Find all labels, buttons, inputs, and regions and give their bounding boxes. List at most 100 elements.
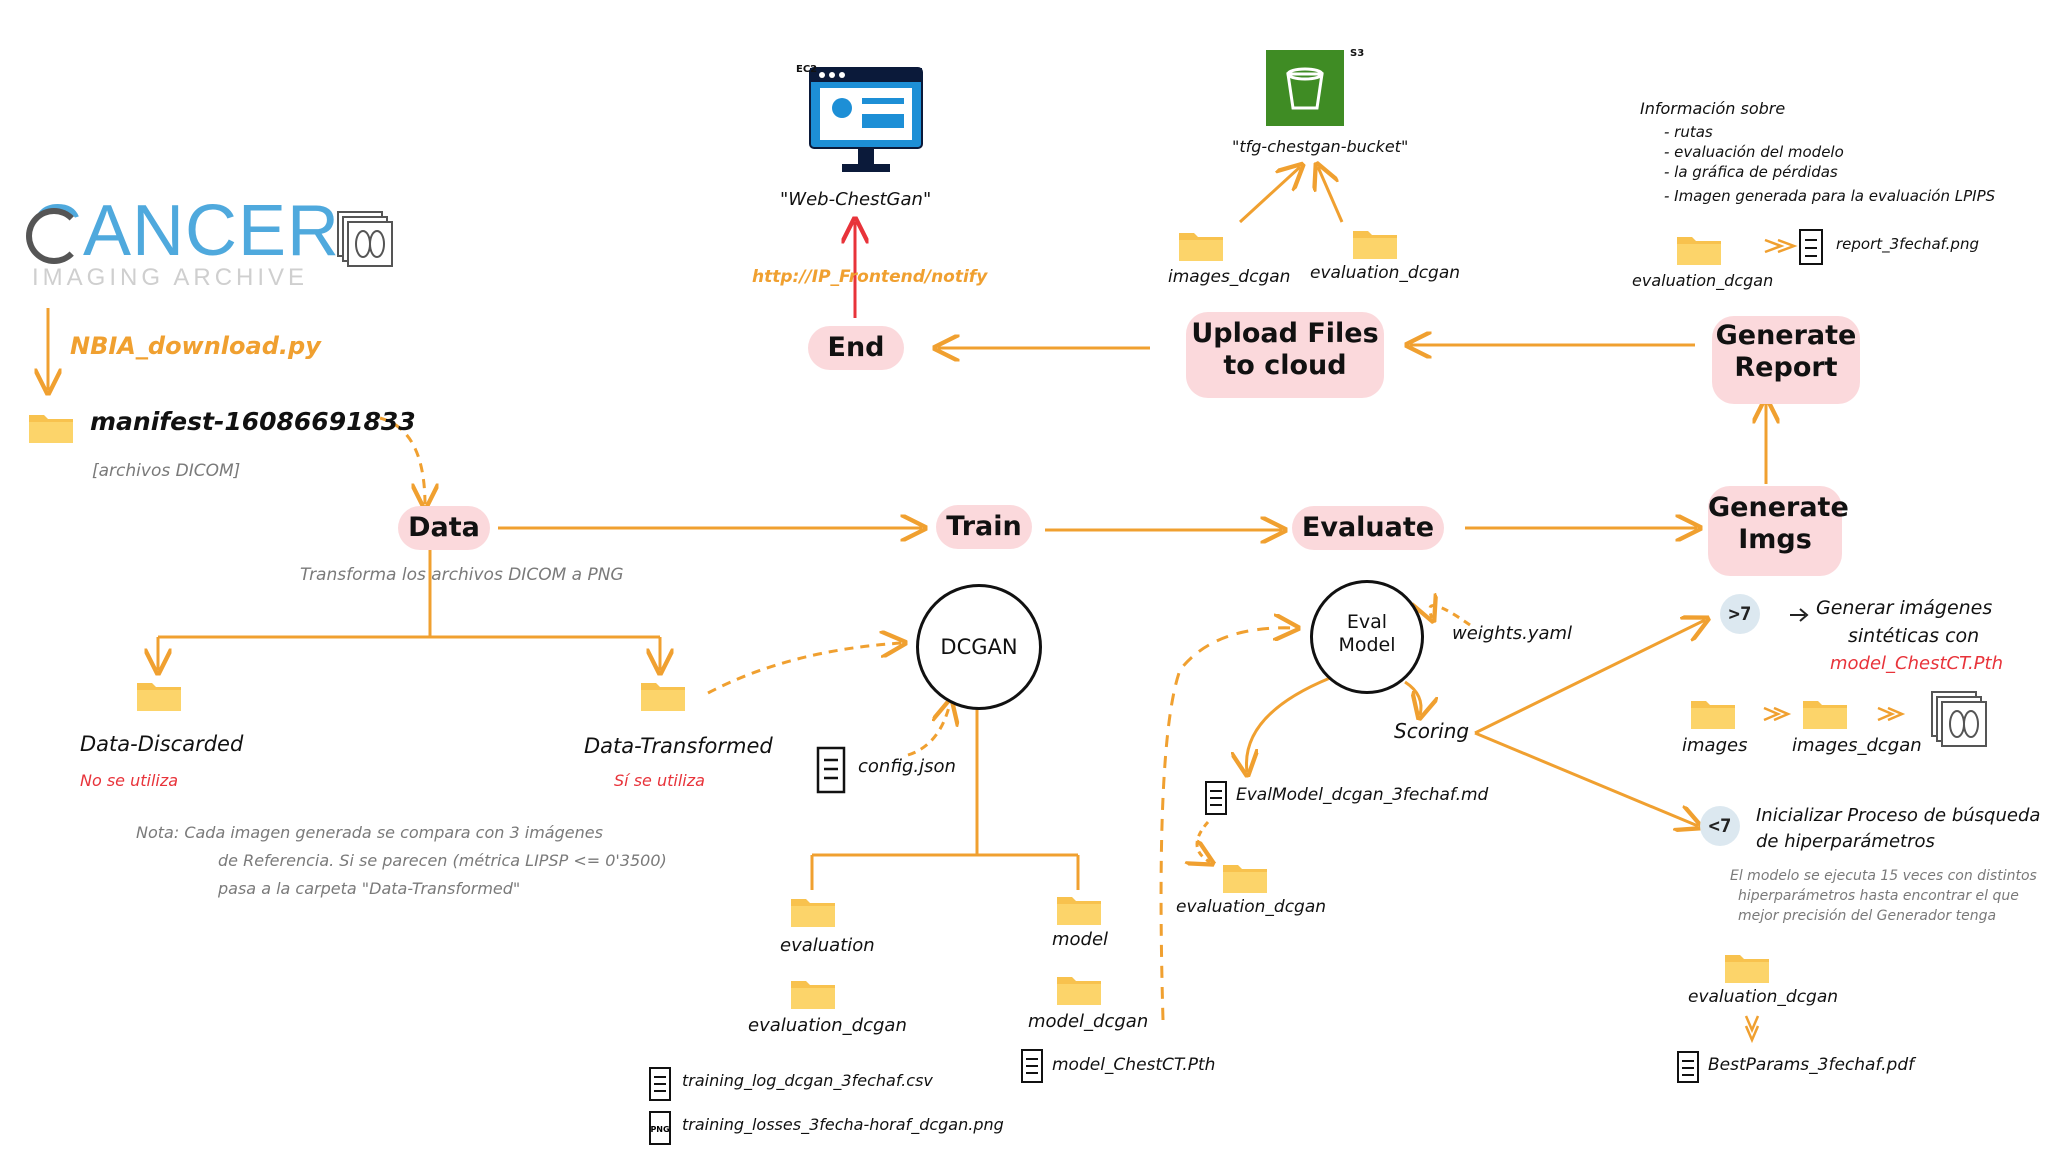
node-generate-imgs[interactable]: Generate Imgs [1708,486,1849,576]
lt7-note-line1: El modelo se ejecuta 15 veces con distin… [1730,868,2037,884]
arrow-config-to-dcgan [907,703,950,757]
images-dcgan-label: images_dcgan [1792,735,1922,756]
lt7-text-line1: Inicializar Proceso de búsqueda [1756,805,2041,826]
node-end[interactable]: End [808,326,904,370]
node-generate-report-line1: Generate [1715,320,1857,351]
lt7-badge: <7 [1700,806,1740,846]
arrow-report-folder-file [1764,238,1798,254]
eval-md-label: EvalModel_dcgan_3fechaf.md [1236,785,1489,805]
bucket-label: "tfg-chestgan-bucket" [1232,137,1409,156]
gt7-badge: >7 [1720,594,1760,634]
nota-line-3: pasa a la carpeta "Data-Transformed" [218,879,521,898]
ct-scan-icon [337,211,393,267]
arrow-best-down [1744,1015,1760,1044]
report-info-item-2: - evaluación del modelo [1664,143,1844,161]
images-folder-icon [1691,701,1735,729]
discarded-folder-icon [137,683,181,711]
ec2-web-icon [809,67,923,172]
cloud-eval-folder-icon [1353,231,1397,259]
arrow-model-to-eval [1159,628,1295,1021]
node-data[interactable]: Data [398,506,490,550]
weights-label: weights.yaml [1452,623,1573,644]
images-dcgan-folder-icon [1803,701,1847,729]
node-generate-report-line2: Report [1734,352,1838,384]
cloud-images-folder-icon [1179,233,1223,261]
cloud-images-label: images_dcgan [1168,267,1291,287]
node-upload-line1: Upload Files [1191,318,1379,349]
logo-swirl-icon [26,208,82,264]
ec2-label: EC2 [796,64,818,75]
s3-bucket-icon [1266,50,1344,126]
gt7-model-label: model_ChestCT.Pth [1830,653,2004,674]
report-file-label: report_3fechaf.png [1836,235,1979,253]
evaluation-folder-icon [791,899,835,927]
training-losses-label: training_losses_3fecha-horaf_dcgan.png [682,1115,1004,1134]
images-label: images [1682,735,1748,756]
model-dcgan-folder-icon [1057,977,1101,1005]
evaluation-dcgan-label: evaluation_dcgan [748,1015,907,1036]
eval-model-line2: Model [1338,633,1396,656]
node-train[interactable]: Train [936,505,1032,549]
cloud-eval-label: evaluation_dcgan [1310,263,1461,283]
model-label: model [1052,929,1109,950]
dcgan-label: DCGAN [940,635,1018,659]
best-params-label: BestParams_3fechaf.pdf [1708,1055,1915,1075]
arrow-gt-text [1790,608,1809,622]
node-upload-files[interactable]: Upload Files to cloud [1186,312,1384,398]
web-label: "Web-ChestGan" [780,189,932,210]
arrow-md-to-folder [1197,821,1210,862]
svg-text:PNG: PNG [650,1125,669,1134]
arrow-images-to-bucket [1238,167,1300,224]
model-file-label: model_ChestCT.Pth [1052,1055,1216,1075]
best-folder-icon [1725,955,1769,983]
discarded-note: No se utiliza [80,771,179,790]
arrow-weights-to-eval [1430,606,1471,625]
model-file-icon [1021,1049,1043,1083]
node-generate-imgs-line2: Imgs [1738,524,1812,556]
training-losses-file-icon: PNG [649,1111,671,1145]
s3-label: S3 [1350,48,1365,59]
manifest-note: [archivos DICOM] [92,461,241,481]
arrow-eval-to-bucket [1318,167,1344,223]
arrow-transformed-to-dcgan [707,643,902,695]
gt7-text-line2: sintéticas con [1848,625,1980,647]
gt7-text-line1: Generar imágenes [1816,597,1993,619]
manifest-folder-icon [29,415,73,443]
report-info-item-1: - rutas [1664,123,1713,141]
eval-model-line1: Eval [1346,611,1388,633]
training-log-label: training_log_dcgan_3fechaf.csv [682,1071,933,1090]
nbia-script-label: NBIA_download.py [70,332,321,360]
nota-line-2: de Referencia. Si se parecen (métrica LI… [218,851,667,870]
model-dcgan-label: model_dcgan [1028,1011,1149,1032]
eval-model-circle[interactable]: Eval Model [1310,580,1424,694]
node-evaluate[interactable]: Evaluate [1292,506,1444,550]
transformed-note: Sí se utiliza [614,771,705,790]
data-caption: Transforma los archivos DICOM a PNG [300,565,624,585]
config-label: config.json [858,756,956,777]
arrow-images-to-dcgan [1763,706,1792,722]
notify-url-label: http://IP_Frontend/notify [752,267,988,287]
report-file-icon [1799,229,1823,265]
scoring-label: Scoring [1394,719,1470,743]
training-log-file-icon [649,1067,671,1101]
report-info-title: Información sobre [1640,99,1786,118]
node-generate-report[interactable]: Generate Report [1712,316,1860,404]
lt7-note-line3: mejor precisión del Generador tenga [1738,908,1997,924]
dcgan-circle[interactable]: DCGAN [916,584,1042,710]
config-file-icon [816,746,846,794]
eval-folder-label: evaluation_dcgan [1176,897,1327,917]
node-generate-imgs-line1: Generate [1708,492,1849,523]
lt7-text-line2: de hiperparámetros [1756,831,1935,852]
arrow-scoring-to-generate [1474,620,1705,735]
eval-md-file-icon [1205,781,1227,815]
generated-ct-icon [1931,691,1987,747]
discarded-label: Data-Discarded [80,732,244,756]
line-dcgan-tree [810,700,1080,890]
arrow-eval-to-md [1246,676,1331,772]
arrow-scoring-to-search [1474,731,1698,826]
evaluation-dcgan-folder-icon [791,981,835,1009]
best-params-file-icon [1677,1051,1699,1083]
arrow-eval-to-scoring [1404,680,1421,715]
logo-subtitle: IMAGING ARCHIVE [32,264,309,291]
